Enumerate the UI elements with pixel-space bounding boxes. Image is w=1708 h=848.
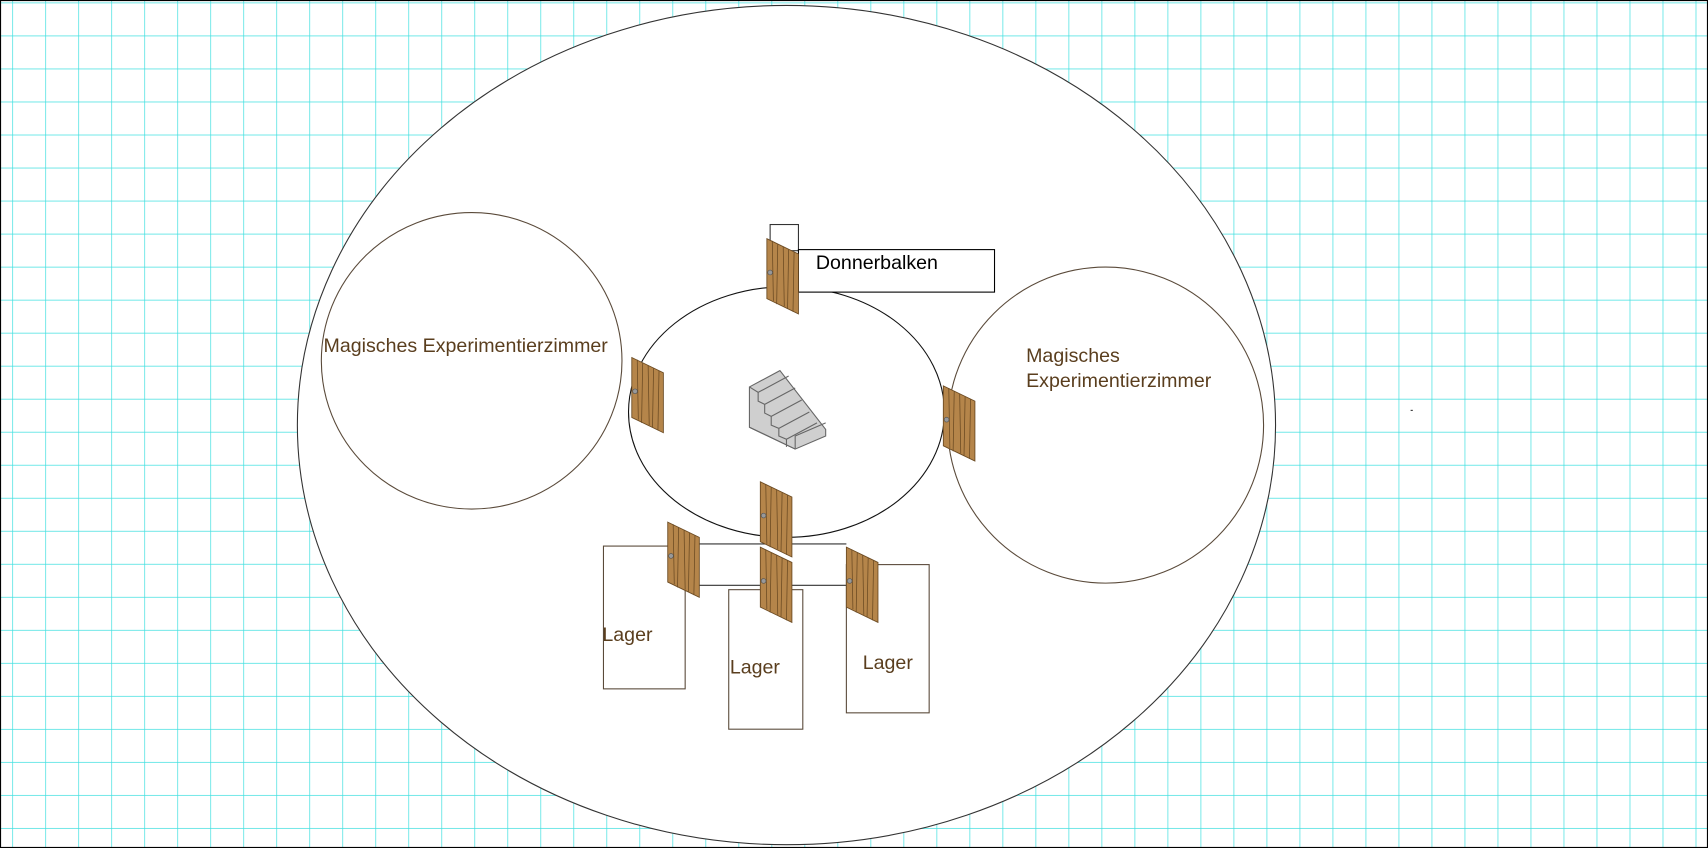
label-lager-2: Lager (730, 657, 781, 679)
label-magic-right-line1: Magisches (1026, 345, 1120, 367)
label-lager-3: Lager (863, 652, 914, 674)
stray-dot (1410, 409, 1413, 411)
label-magic-left: Magisches Experimentierzimmer (324, 335, 609, 357)
room-magic-right (947, 266, 1265, 584)
room-donnerbalken (797, 249, 996, 293)
room-magic-left (320, 211, 623, 510)
label-lager-1: Lager (602, 624, 653, 646)
stairs-icon (748, 369, 827, 450)
label-magic-right-line2: Experimentierzimmer (1026, 370, 1212, 392)
label-donnerbalken: Donnerbalken (816, 252, 938, 274)
